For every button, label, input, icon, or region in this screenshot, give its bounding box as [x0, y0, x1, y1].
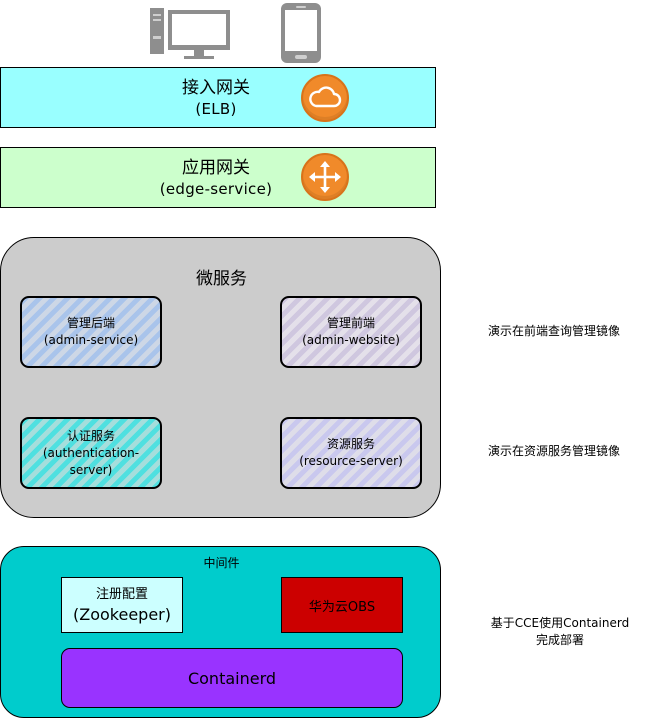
service-name: 管理前端	[326, 316, 375, 330]
middleware-title: 中间件	[203, 556, 240, 570]
desktop-computer-icon	[148, 6, 234, 64]
registry-name: (Zookeeper)	[73, 605, 171, 624]
microservices-title: 微服务	[196, 269, 247, 289]
huawei-obs-box: 华为云OBS	[281, 577, 403, 633]
middleware-container: 中间件 注册配置 (Zookeeper) 华为云OBS Containerd	[0, 546, 441, 718]
service-admin-backend: 管理后端 (admin-service)	[20, 296, 162, 368]
registry-config-box: 注册配置 (Zookeeper)	[61, 577, 183, 633]
containerd-box: Containerd	[61, 648, 403, 708]
service-resource: 资源服务 (resource-server)	[280, 417, 422, 489]
service-authentication: 认证服务 (authentication-server)	[20, 417, 162, 489]
service-admin-frontend: 管理前端 (admin-website)	[280, 296, 422, 368]
service-name: 资源服务	[326, 437, 375, 451]
service-id: (resource-server)	[299, 454, 403, 468]
note-deploy: 基于CCE使用Containerd 完成部署	[478, 615, 642, 649]
access-gateway-box: 接入网关 (ELB)	[0, 67, 436, 128]
cloud-icon	[301, 74, 349, 122]
containerd-label: Containerd	[187, 668, 277, 688]
app-gateway-box: 应用网关 (edge-service)	[0, 147, 436, 208]
note-resource-manage: 演示在资源服务管理镜像	[488, 444, 621, 458]
note-deploy-line1: 基于CCE使用Containerd	[490, 616, 630, 630]
app-gateway-title: 应用网关	[182, 158, 250, 178]
access-gateway-subtitle: (ELB)	[195, 100, 237, 118]
four-way-arrows-icon	[301, 153, 349, 201]
service-id: (authentication-server)	[42, 445, 140, 477]
registry-label: 注册配置	[95, 587, 148, 602]
service-id: (admin-service)	[43, 333, 139, 347]
note-deploy-line2: 完成部署	[535, 633, 584, 647]
service-id: (admin-website)	[302, 333, 400, 347]
note-frontend-query: 演示在前端查询管理镜像	[488, 324, 621, 338]
service-name: 认证服务	[66, 428, 115, 443]
mobile-phone-icon	[280, 2, 322, 64]
access-gateway-title: 接入网关	[182, 78, 250, 98]
obs-label: 华为云OBS	[308, 599, 376, 615]
app-gateway-subtitle: (edge-service)	[159, 180, 273, 198]
service-name: 管理后端	[66, 316, 115, 330]
microservices-container: 微服务 管理后端 (admin-service) 管理前端 (admin-web…	[0, 237, 441, 518]
